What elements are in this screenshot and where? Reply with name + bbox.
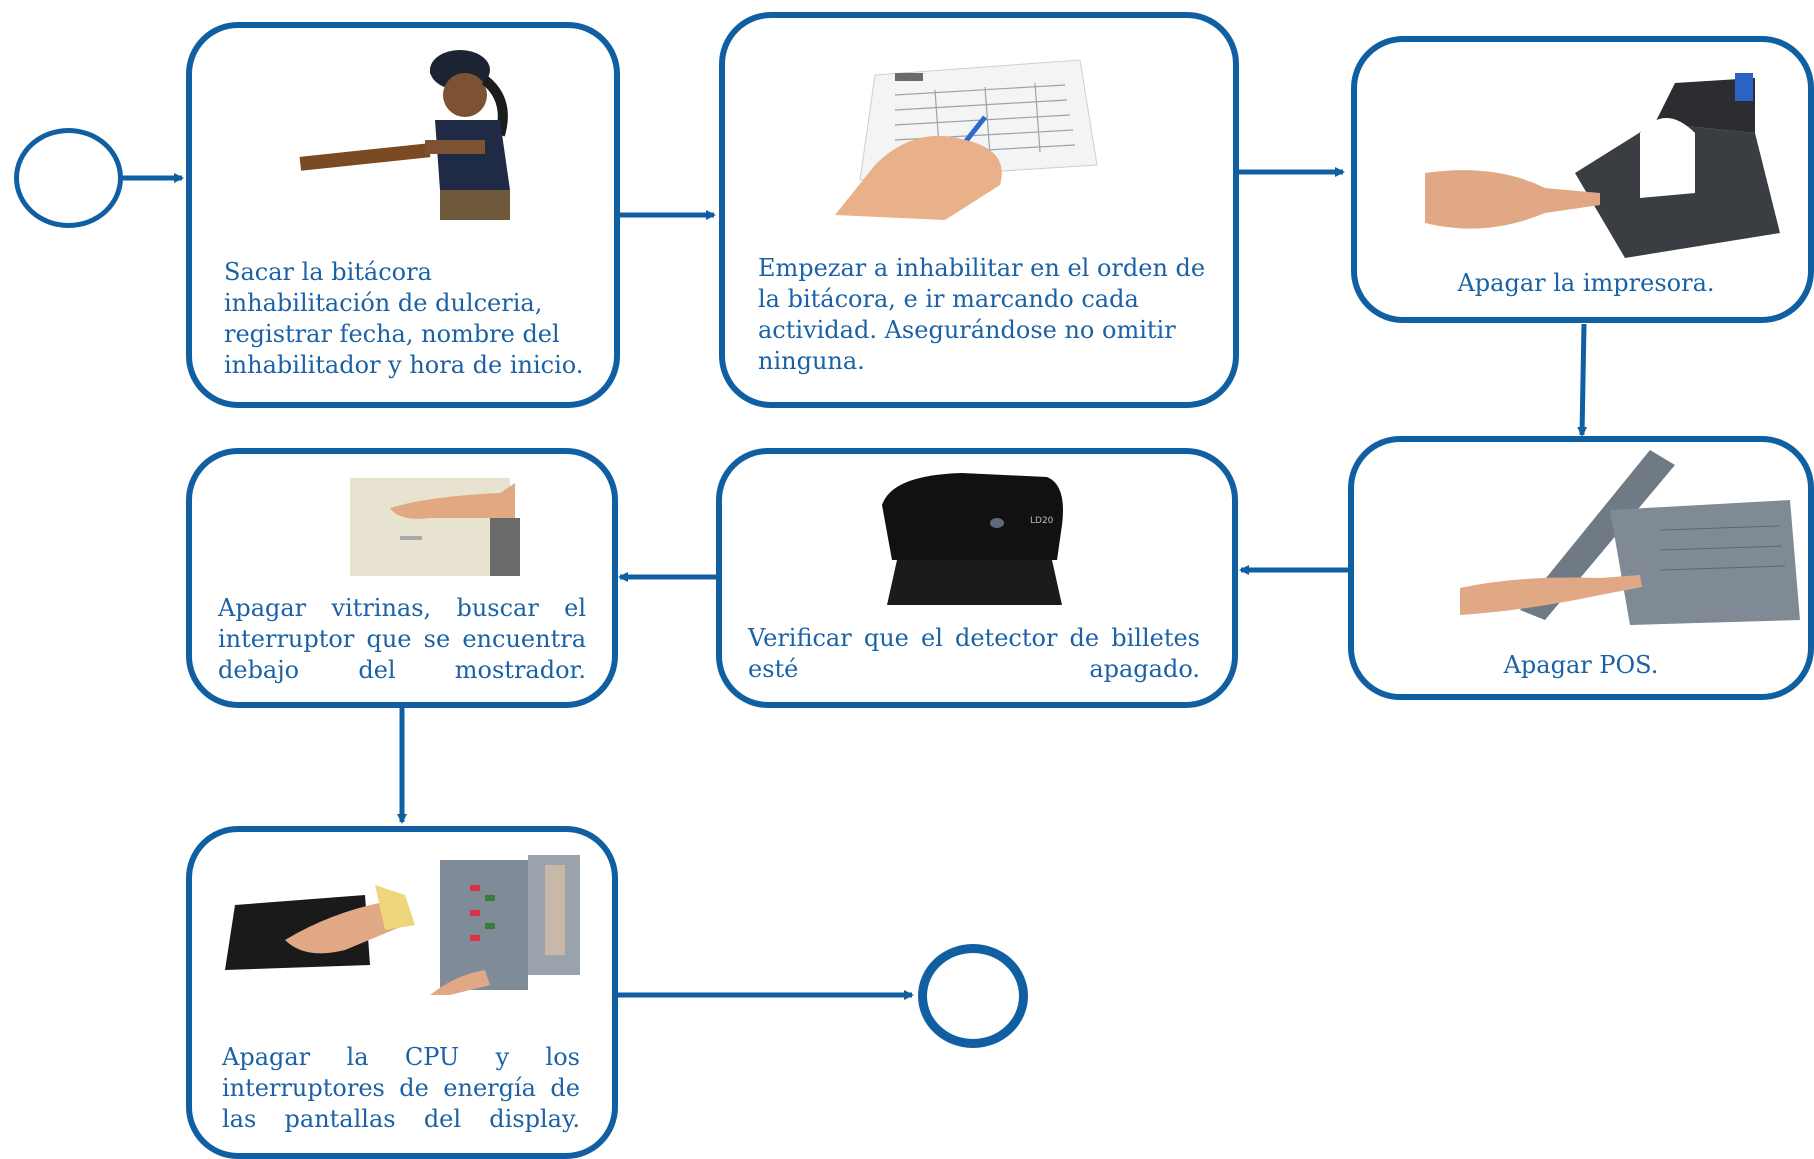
finger-on-wall-switch-photo xyxy=(350,478,520,576)
end-event xyxy=(918,944,1028,1048)
step-2-box xyxy=(719,12,1239,408)
hand-pressing-printer-button-photo xyxy=(1425,73,1780,258)
bill-detector-device-photo: LD20 xyxy=(882,473,1063,605)
detector-label: LD20 xyxy=(1030,516,1054,526)
hand-writing-on-form-photo xyxy=(835,59,1098,220)
step-5-text: Verificar que el detector de billetes es… xyxy=(748,624,1200,683)
step-7-text: Apagar la CPU y los interruptores de ene… xyxy=(222,1043,580,1133)
hand-pressing-pos-terminal-photo xyxy=(1460,450,1800,625)
step-2-text: Empezar a inhabilitar en el orden de la … xyxy=(758,254,1206,375)
start-event xyxy=(14,128,123,228)
cpu-and-breaker-panel-photo xyxy=(225,855,580,995)
step-1-box xyxy=(186,22,620,408)
step-3-text: Apagar la impresora. xyxy=(1457,269,1715,297)
step-1-text: Sacar la bitácora inhabilitación de dulc… xyxy=(224,258,584,379)
step-6-text: Apagar vitrinas, buscar el interruptor q… xyxy=(218,594,586,684)
arrow-step3-to-step4 xyxy=(1577,323,1588,437)
step-4-text: Apagar POS. xyxy=(1503,651,1659,679)
person-holding-logbook-photo xyxy=(299,50,510,220)
